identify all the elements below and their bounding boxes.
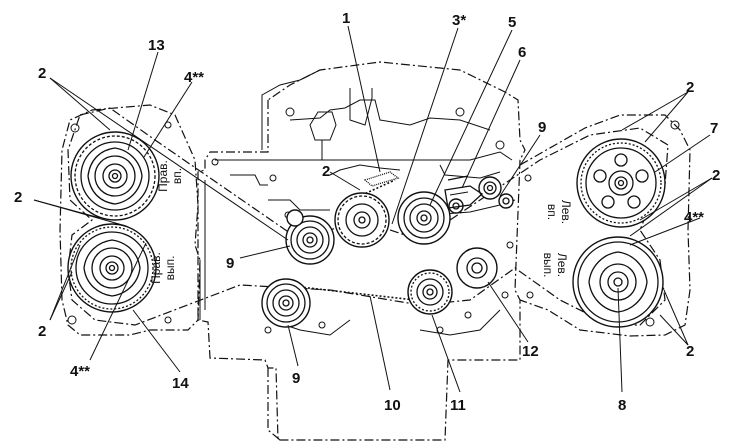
callout-1: 1 [342, 10, 350, 27]
callout-10: 10 [384, 397, 401, 414]
callout-2-left-mid: 2 [14, 189, 22, 206]
right-exhaust-camshaft-sprocket [67, 223, 157, 313]
right-intake-label-line2: вп. [170, 168, 184, 184]
right-exhaust-label-line2: вып. [163, 256, 177, 281]
idler-gear-11 [407, 269, 453, 315]
callout-2-center: 2 [322, 163, 330, 180]
left-exhaust-camshaft-sprocket [572, 236, 664, 328]
leader-lines [33, 25, 713, 393]
left-intake-label: Лев. вп. [545, 200, 573, 224]
belt-alignment-marks [363, 171, 469, 187]
tensioner-pulley-12 [456, 247, 498, 289]
idler-pulley-9-upper [285, 215, 335, 265]
right-exhaust-label-line1: Прав. [149, 252, 163, 284]
right-bank-cover-outline [59, 104, 201, 336]
callout-9-mid: 9 [226, 255, 234, 272]
right-intake-label-line1: Прав. [156, 160, 170, 192]
left-exhaust-label-line2: вып. [541, 253, 555, 278]
callout-numbers: 1 3* 5 6 13 2 4** 2 2 2 2 2 2 4** 4** 7 … [14, 10, 720, 414]
callout-6: 6 [518, 44, 526, 61]
left-intake-label-line2: вп. [545, 204, 559, 220]
callout-9-upper-right: 9 [538, 119, 546, 136]
right-exhaust-label: Прав. вып. [149, 252, 177, 284]
callout-3: 3* [452, 12, 466, 29]
callout-7: 7 [710, 120, 718, 137]
left-exhaust-label-line1: Лев. [555, 253, 569, 277]
left-bank-cover-outline [519, 114, 691, 337]
right-intake-camshaft-sprocket [70, 131, 160, 221]
left-intake-camshaft-sprocket [576, 138, 666, 228]
left-exhaust-label: Лев. вып. [541, 253, 569, 278]
callout-4-upper-left: 4** [184, 69, 204, 86]
callout-13: 13 [148, 37, 165, 54]
callout-2-top-left: 2 [38, 65, 46, 82]
idler-pulley-9-lower [261, 278, 311, 328]
idler-pulley-5 [397, 191, 451, 245]
tensioner-bracket [444, 185, 484, 209]
callout-4-right: 4** [684, 209, 704, 226]
callout-12: 12 [522, 343, 539, 360]
callout-9-lower: 9 [292, 370, 300, 387]
callout-8: 8 [618, 397, 626, 414]
callout-5: 5 [508, 14, 516, 31]
callout-4-lower-left: 4** [70, 363, 90, 380]
callout-2-right-upper: 2 [686, 79, 694, 96]
callout-2-right-mid: 2 [712, 167, 720, 184]
callout-2-left-lower: 2 [38, 323, 46, 340]
callout-11: 11 [450, 397, 466, 414]
callout-14: 14 [172, 375, 189, 392]
crankshaft-sprocket [334, 192, 390, 248]
left-intake-label-line1: Лев. [559, 200, 573, 224]
right-intake-label: Прав. вп. [156, 160, 184, 192]
callout-2-right-lower: 2 [686, 343, 694, 360]
